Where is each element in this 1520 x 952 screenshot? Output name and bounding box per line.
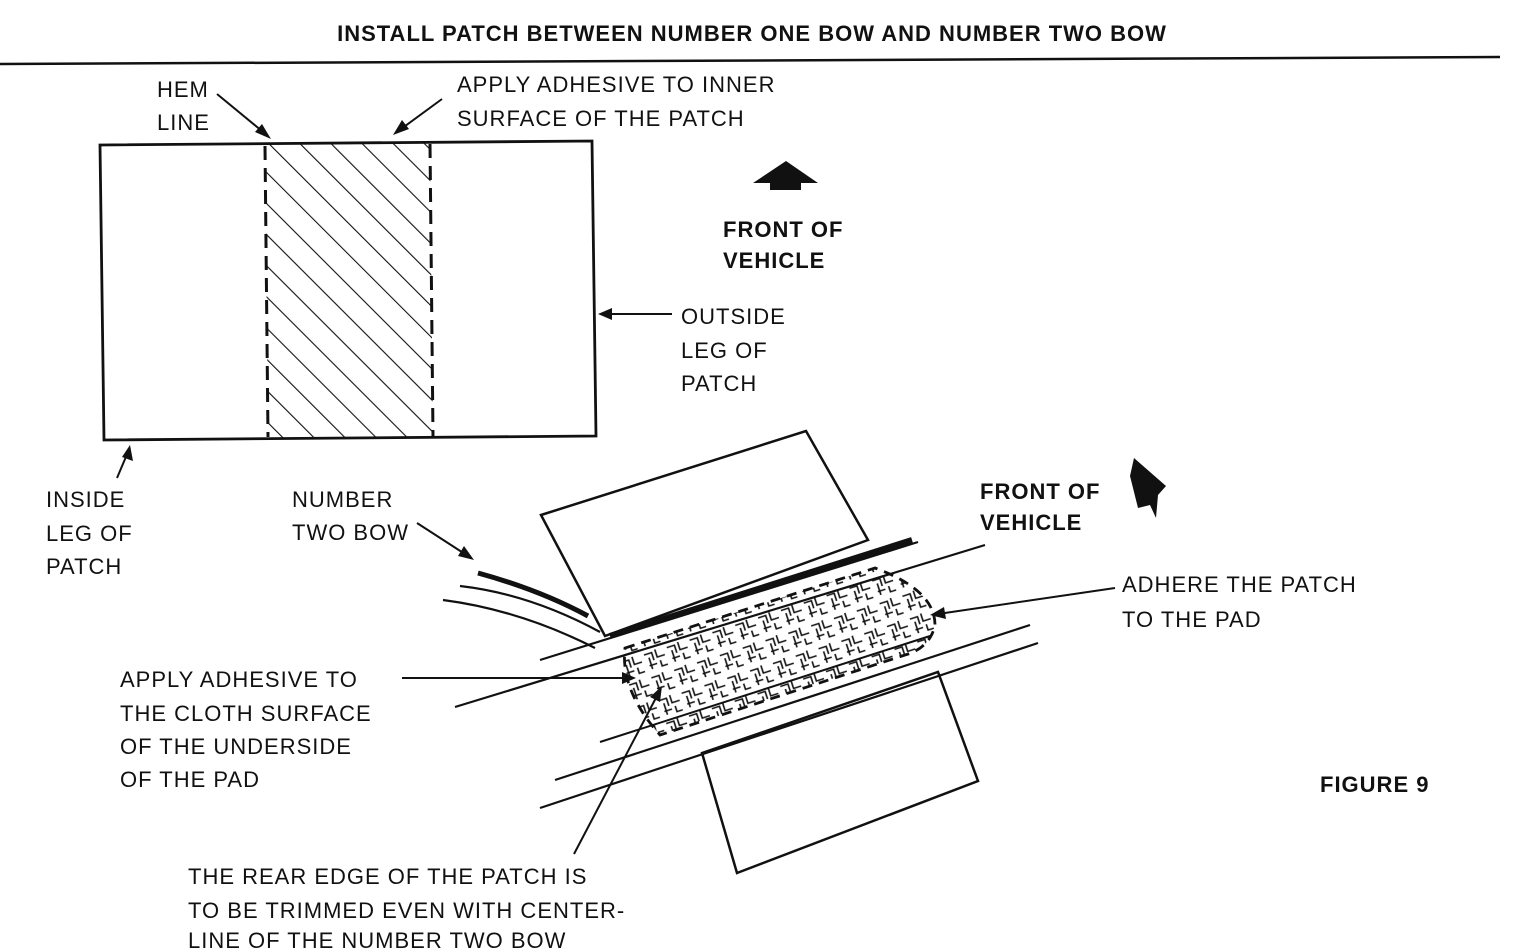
label-front-of-vehicle-top: FRONT OF VEHICLE (723, 217, 851, 273)
figure-label: FIGURE 9 (1320, 772, 1429, 797)
label-apply-adhesive-inner: APPLY ADHESIVE TO INNER SURFACE OF THE P… (457, 72, 783, 131)
diagram-title: INSTALL PATCH BETWEEN NUMBER ONE BOW AND… (337, 21, 1167, 46)
title-rule (0, 55, 1501, 66)
hem-line-left (263, 145, 270, 438)
label-front-of-vehicle-bottom: FRONT OF VEHICLE (980, 479, 1108, 535)
label-apply-adhesive-cloth: APPLY ADHESIVE TO THE CLOTH SURFACE OF T… (120, 667, 379, 792)
lower-panel (700, 670, 980, 875)
hem-line-right (428, 143, 435, 437)
installed-view (442, 429, 1039, 875)
label-rear-edge: THE REAR EDGE OF THE PATCH IS TO BE TRIM… (188, 864, 632, 952)
upper-panel (539, 429, 870, 638)
label-outside-leg: OUTSIDE LEG OF PATCH (681, 304, 793, 396)
adhesive-hatched-area (265, 142, 433, 438)
pad-outline-dashed (623, 566, 937, 737)
leader-lines (116, 93, 1116, 855)
front-arrow-angled-icon (1130, 458, 1166, 518)
label-hem-line: HEM LINE (157, 77, 216, 135)
number-two-bow (442, 598, 596, 649)
label-adhere-patch: ADHERE THE PATCH TO THE PAD (1122, 572, 1364, 632)
front-arrow-up-icon (753, 161, 818, 190)
label-inside-leg: INSIDE LEG OF PATCH (46, 487, 140, 579)
flat-patch (98, 139, 598, 442)
label-number-two-bow: NUMBER TWO BOW (292, 487, 409, 545)
